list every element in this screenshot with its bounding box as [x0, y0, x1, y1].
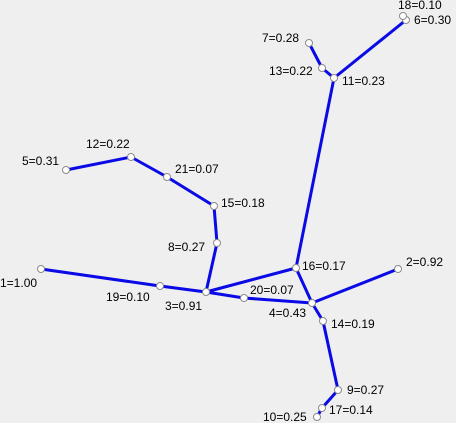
edge-15-21 — [165, 175, 216, 208]
edge-13-7 — [307, 41, 324, 70]
node-17 — [318, 404, 326, 412]
edge-3-8 — [204, 241, 219, 294]
node-8 — [213, 239, 221, 247]
node-12 — [127, 153, 135, 161]
node-1 — [37, 265, 45, 273]
node-label-8: 8=0.27 — [168, 240, 205, 254]
edge-20-4 — [242, 296, 314, 305]
node-21 — [163, 173, 171, 181]
node-label-20: 20=0.07 — [250, 283, 294, 297]
node-14 — [319, 317, 327, 325]
node-11 — [330, 74, 338, 82]
edge-16-11 — [294, 76, 336, 270]
node-label-9: 9=0.27 — [347, 383, 384, 397]
node-label-21: 21=0.07 — [175, 162, 219, 176]
node-label-5: 5=0.31 — [22, 154, 59, 168]
node-label-4: 4=0.43 — [269, 306, 306, 320]
edge-3-16 — [204, 266, 298, 294]
node-10 — [313, 413, 321, 421]
node-label-14: 14=0.19 — [331, 317, 375, 331]
edge-21-12 — [129, 155, 169, 179]
edge-9-17 — [320, 388, 340, 410]
edge-8-15 — [212, 204, 219, 245]
node-9 — [334, 386, 342, 394]
node-label-13: 13=0.22 — [269, 64, 313, 78]
node-label-7: 7=0.28 — [262, 31, 299, 45]
edge-12-5 — [64, 155, 133, 172]
edge-14-9 — [321, 319, 340, 392]
node-label-12: 12=0.22 — [86, 137, 130, 151]
node-4 — [308, 299, 316, 307]
node-label-15: 15=0.18 — [221, 196, 265, 210]
node-label-16: 16=0.17 — [302, 259, 346, 273]
edge-19-3 — [158, 284, 208, 294]
node-15 — [210, 202, 218, 210]
node-label-11: 11=0.23 — [342, 74, 385, 88]
node-label-17: 17=0.14 — [329, 403, 373, 417]
edge-4-2 — [310, 267, 400, 305]
node-7 — [305, 39, 313, 47]
edge-1-19 — [39, 267, 162, 288]
node-2 — [394, 265, 402, 273]
node-16 — [292, 264, 300, 272]
node-label-18: 18=0.10 — [398, 0, 442, 12]
node-3 — [202, 288, 210, 296]
edge-4-16 — [294, 266, 314, 305]
node-18 — [399, 12, 407, 20]
node-label-6: 6=0.30 — [414, 13, 451, 27]
node-label-10: 10=0.25 — [263, 410, 307, 423]
node-19 — [156, 282, 164, 290]
node-label-2: 2=0.92 — [406, 255, 443, 269]
node-13 — [318, 64, 326, 72]
edge-11-6 — [332, 18, 408, 80]
node-5 — [62, 166, 70, 174]
node-label-19: 19=0.10 — [106, 290, 150, 304]
node-label-3: 3=0.91 — [165, 299, 202, 313]
node-layer — [37, 12, 410, 421]
edge-3-20 — [204, 290, 246, 300]
node-20 — [240, 294, 248, 302]
node-label-1: 1=1.00 — [0, 276, 37, 290]
edge-layer — [39, 14, 408, 419]
